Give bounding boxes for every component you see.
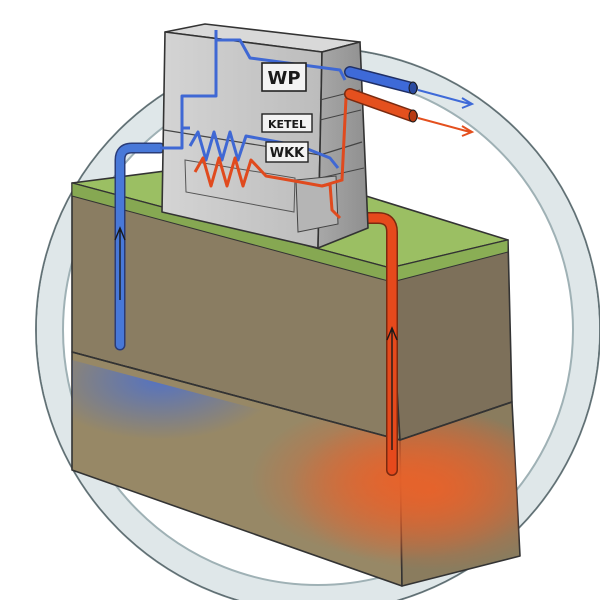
warm-zone-glow xyxy=(290,410,520,570)
red-outlet-arrow xyxy=(417,117,475,137)
wkk-label: WKK xyxy=(270,146,305,161)
cold-circuit xyxy=(160,30,347,169)
cold-heat-exchanger-coil xyxy=(188,130,340,169)
cold-flow-arrow xyxy=(114,226,126,300)
wp-label-box: WP xyxy=(261,62,307,92)
output-pipes xyxy=(344,66,475,137)
ketel-label: KETEL xyxy=(268,118,306,131)
wp-label: WP xyxy=(267,68,300,89)
wkk-label-box: WKK xyxy=(265,141,309,163)
ketel-label-box: KETEL xyxy=(261,113,313,133)
cold-well-pipe xyxy=(114,142,166,351)
layer-boundary xyxy=(71,351,513,441)
hot-circuit xyxy=(193,97,348,220)
warm-well-pipe xyxy=(334,212,398,476)
warm-flow-arrow xyxy=(386,326,398,450)
blue-outlet-arrow xyxy=(417,89,475,109)
